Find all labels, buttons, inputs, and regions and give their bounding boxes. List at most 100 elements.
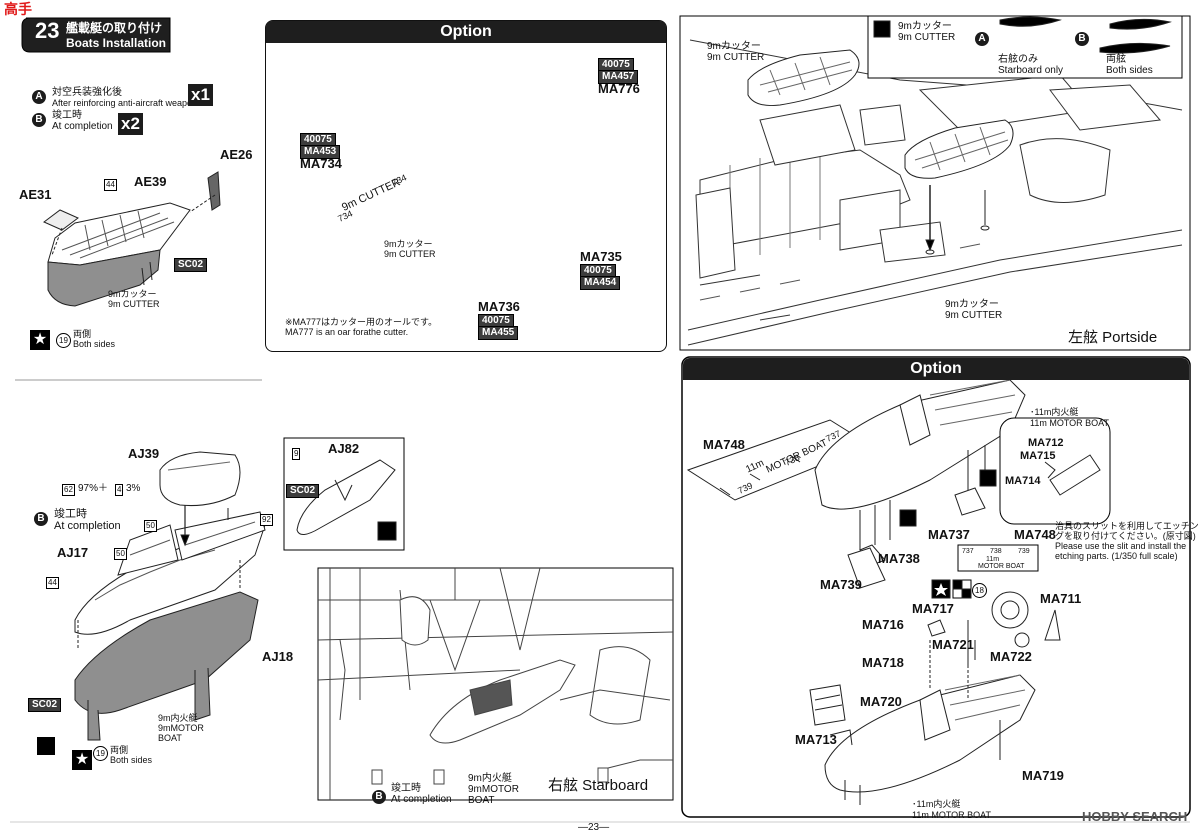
part-aj82: AJ82 xyxy=(328,441,360,456)
step-ref-18: 18 xyxy=(972,583,987,598)
part-ma722: MA722 xyxy=(990,649,1032,664)
jig-note-3: Please use the slit and install the xyxy=(1055,541,1187,551)
part-ma776: MA776 xyxy=(598,81,640,96)
mb-condition-b-en: At completion xyxy=(54,520,121,532)
cutter-label-en: 9m CUTTER xyxy=(384,249,436,259)
ref-ma457: MA457 xyxy=(598,70,639,84)
option-header-bottom: Option xyxy=(683,358,1189,380)
paint-4: 4 xyxy=(115,484,124,496)
both-sides-legend-en: Both sides xyxy=(1106,65,1153,76)
etching-icon xyxy=(37,737,55,755)
star-icon-mb: ★ xyxy=(72,750,92,770)
paint-50-a: 50 xyxy=(144,520,157,532)
starboard-label: 右舷 Starboard xyxy=(548,777,649,794)
top-boat-jp: ･11m内火艇 xyxy=(1030,407,1079,417)
part-ma736: MA736 xyxy=(478,299,520,314)
part-ma738: MA738 xyxy=(878,551,920,566)
condition-b-en: At completion xyxy=(52,121,113,132)
option-header: Option xyxy=(266,21,666,43)
part-ae31: AE31 xyxy=(19,187,52,202)
step-title-jp: 艦載艇の取り付け xyxy=(66,21,163,35)
paint-92: 92 xyxy=(260,514,273,526)
part-ma714: MA714 xyxy=(1005,475,1041,487)
inset-ref-9: 9 xyxy=(292,448,301,460)
scale-737: 737 xyxy=(962,548,974,555)
part-ma748-b: MA748 xyxy=(1014,527,1056,542)
part-ma721: MA721 xyxy=(932,637,974,652)
paint-44: 44 xyxy=(104,179,117,191)
jig-note-1: 治具のスリットを利用してエッチン xyxy=(1055,521,1199,531)
paint-mix-1: 97%＋ xyxy=(78,483,109,494)
cutter-upper-en: 9m CUTTER xyxy=(707,52,765,63)
cutter-name-en: 9m CUTTER xyxy=(108,299,160,309)
mb-condition-b-jp: 竣工時 xyxy=(54,508,87,520)
portside-label: 左舷 Portside xyxy=(1068,329,1158,346)
cutter-upper-jp: 9mカッター xyxy=(707,41,761,52)
part-ma734: MA734 xyxy=(300,156,342,171)
mb-both-jp: 両側 xyxy=(110,745,129,755)
part-ma715: MA715 xyxy=(1020,450,1056,462)
starboard-only-en: Starboard only xyxy=(998,65,1064,76)
cutter-lower-jp: 9mカッター xyxy=(945,299,999,310)
stbd-boat-en-1: 9mMOTOR xyxy=(468,784,519,795)
stbd-condition-b-en: At completion xyxy=(391,794,452,805)
mb-both-en: Both sides xyxy=(110,755,153,765)
starboard-only-jp: 右舷のみ xyxy=(998,54,1038,65)
ref-ma454: MA454 xyxy=(580,276,621,290)
bottom-boat-jp: ･11m内火艇 xyxy=(912,799,961,809)
condition-b-jp: 竣工時 xyxy=(52,110,82,121)
part-ma713: MA713 xyxy=(795,732,837,747)
mb-name-en-1: 9mMOTOR xyxy=(158,723,204,733)
scale-738: 738 xyxy=(990,548,1002,555)
part-ma748: MA748 xyxy=(703,437,745,452)
watermark-site: HOBBY SEARCH xyxy=(1082,809,1188,824)
oar-note-jp: ※MA777はカッター用のオールです。 xyxy=(285,317,438,327)
jig-note-4: etching parts. (1/350 full scale) xyxy=(1055,551,1178,561)
condition-a-badge: A xyxy=(32,90,46,104)
part-ma719: MA719 xyxy=(1022,768,1064,783)
stbd-condition-b-badge: B xyxy=(372,790,386,804)
mb-condition-b-badge: B xyxy=(34,512,48,526)
part-aj18: AJ18 xyxy=(262,649,294,664)
paint-mix-2: 3% xyxy=(126,483,141,494)
scale-739: 739 xyxy=(1018,548,1030,555)
decal-sc02: SC02 xyxy=(174,258,208,272)
ref-ma453: MA453 xyxy=(300,145,341,159)
mb-name-jp: 9m内火艇 xyxy=(158,713,198,723)
star-icon: ★ xyxy=(30,330,50,350)
mb-name-en-2: BOAT xyxy=(158,733,182,743)
part-ae39: AE39 xyxy=(134,174,167,189)
legend-b-badge: B xyxy=(1075,32,1089,46)
part-ma737: MA737 xyxy=(928,527,970,542)
cutter-label-jp: 9mカッター xyxy=(384,239,433,249)
condition-a-multiplier: x1 xyxy=(188,84,213,106)
part-ma718: MA718 xyxy=(862,655,904,670)
stbd-condition-b-jp: 竣工時 xyxy=(391,783,421,794)
stbd-boat-en-2: BOAT xyxy=(468,795,495,806)
part-aj17: AJ17 xyxy=(57,545,89,560)
jig-note-2: グを取り付けてください。(原寸図) xyxy=(1055,531,1196,541)
cutter-lower-en: 9m CUTTER xyxy=(945,310,1003,321)
bottom-boat-en: 11m MOTOR BOAT xyxy=(912,810,992,820)
cutter-name-jp: 9mカッター xyxy=(108,289,157,299)
part-aj39: AJ39 xyxy=(128,446,160,461)
legend-cutter-en: 9m CUTTER xyxy=(898,32,956,43)
mb-step-ref-19: 19 xyxy=(93,746,108,761)
page-number: —23— xyxy=(578,822,610,833)
condition-a-jp: 対空兵装強化後 xyxy=(52,87,122,98)
part-ma716: MA716 xyxy=(862,617,904,632)
mb-decal-sc02: SC02 xyxy=(28,698,62,712)
legend-cutter-jp: 9mカッター xyxy=(898,21,952,32)
step-number: 23 xyxy=(35,18,60,43)
condition-a-en: After reinforcing anti-aircraft weapons xyxy=(52,98,202,108)
top-boat-en: 11m MOTOR BOAT xyxy=(1030,418,1110,428)
step-ref-19: 19 xyxy=(56,333,71,348)
part-ma711: MA711 xyxy=(1040,591,1082,606)
part-ma735: MA735 xyxy=(580,249,622,264)
ref-ma455: MA455 xyxy=(478,326,519,340)
part-ma720: MA720 xyxy=(860,694,902,709)
both-sides-legend-jp: 両舷 xyxy=(1106,54,1126,65)
condition-b-multiplier: x2 xyxy=(118,113,143,135)
scale-motorboat: MOTOR BOAT xyxy=(978,563,1025,570)
inset-decal-sc02: SC02 xyxy=(286,484,320,498)
